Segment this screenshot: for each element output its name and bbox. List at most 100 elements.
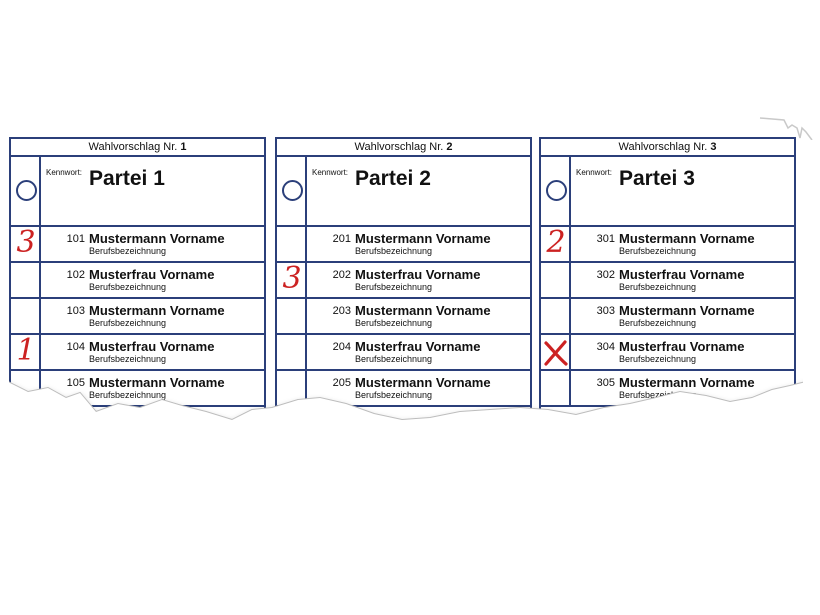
header-prefix: Wahlvorschlag Nr.: [354, 141, 444, 153]
header-prefix: Wahlvorschlag Nr.: [88, 141, 178, 153]
candidate-row: 302 Musterfrau Vorname Berufsbezeichnung: [541, 263, 794, 299]
column-header: Wahlvorschlag Nr. 3: [541, 137, 794, 157]
party-vote-circle[interactable]: [16, 180, 37, 201]
candidate-occupation: Berufsbezeichnung: [355, 246, 433, 256]
party-vote-cell[interactable]: [277, 157, 307, 225]
handwritten-vote-mark: 2: [546, 225, 566, 260]
candidate-number: 103: [66, 305, 85, 317]
candidate-occupation: Berufsbezeichnung: [89, 318, 167, 328]
candidate-vote-cell[interactable]: [277, 335, 307, 369]
candidate-occupation: Berufsbezeichnung: [619, 318, 697, 328]
candidate-number: 101: [66, 233, 85, 245]
kennwort-label: Kennwort:: [46, 168, 83, 177]
candidate-number: 205: [332, 377, 351, 389]
candidate-name: Mustermann Vorname: [355, 231, 491, 246]
candidate-name: Musterfrau Vorname: [619, 339, 745, 354]
party-row: Kennwort: Partei 2: [277, 157, 530, 227]
candidate-number: 201: [332, 233, 351, 245]
candidate-number: 104: [66, 341, 85, 353]
candidate-number: 301: [596, 233, 615, 245]
candidate-name: Mustermann Vorname: [355, 375, 491, 390]
candidate-occupation: Berufsbezeichnung: [89, 246, 167, 256]
cross-mark-icon: [544, 340, 568, 366]
candidate-name: Musterfrau Vorname: [89, 339, 215, 354]
candidate-name: Musterfrau Vorname: [355, 339, 481, 354]
candidate-vote-cell[interactable]: 1: [11, 333, 41, 369]
candidate-occupation: Berufsbezeichnung: [355, 354, 433, 364]
candidate-number: 203: [332, 305, 351, 317]
candidate-row: 105 Mustermann Vorname Berufsbezeichnung: [11, 371, 264, 407]
party-row: Kennwort: Partei 1: [11, 157, 264, 227]
candidate-name: Mustermann Vorname: [355, 303, 491, 318]
header-number: 1: [180, 141, 187, 153]
candidate-occupation: Berufsbezeichnung: [355, 390, 433, 400]
party-name: Partei 1: [89, 167, 165, 190]
candidate-vote-cell[interactable]: [11, 299, 41, 333]
candidate-row: 203 Mustermann Vorname Berufsbezeichnung: [277, 299, 530, 335]
party-vote-cell[interactable]: [11, 157, 41, 225]
candidate-name: Mustermann Vorname: [89, 231, 225, 246]
candidate-number: 202: [332, 269, 351, 281]
candidate-name: Mustermann Vorname: [89, 303, 225, 318]
candidate-name: Mustermann Vorname: [619, 231, 755, 246]
candidate-row: 103 Mustermann Vorname Berufsbezeichnung: [11, 299, 264, 335]
header-prefix: Wahlvorschlag Nr.: [618, 141, 708, 153]
candidate-number: 105: [66, 377, 85, 389]
candidate-vote-cell[interactable]: [541, 263, 571, 297]
ballot-column-3: Wahlvorschlag Nr. 3 Kennwort: Partei 3 2…: [539, 137, 796, 437]
candidate-vote-cell[interactable]: [277, 299, 307, 333]
candidate-number: 204: [332, 341, 351, 353]
party-vote-circle[interactable]: [282, 180, 303, 201]
candidate-occupation: Berufsbezeichnung: [89, 354, 167, 364]
kennwort-label: Kennwort:: [576, 168, 613, 177]
candidate-occupation: Berufsbezeichnung: [355, 282, 433, 292]
candidate-name: Musterfrau Vorname: [355, 267, 481, 282]
candidate-vote-cell[interactable]: [277, 227, 307, 261]
candidate-row: 304 Musterfrau Vorname Berufsbezeichnung: [541, 335, 794, 371]
party-name: Partei 2: [355, 167, 431, 190]
candidate-vote-cell[interactable]: [541, 371, 571, 405]
candidate-vote-cell[interactable]: [277, 371, 307, 405]
candidate-name: Mustermann Vorname: [619, 303, 755, 318]
candidate-vote-cell[interactable]: 3: [277, 261, 307, 297]
candidate-vote-cell[interactable]: 3: [11, 225, 41, 261]
column-header: Wahlvorschlag Nr. 2: [277, 137, 530, 157]
candidate-row: 205 Mustermann Vorname Berufsbezeichnung: [277, 371, 530, 407]
candidate-number: 304: [596, 341, 615, 353]
candidate-occupation: Berufsbezeichnung: [355, 318, 433, 328]
candidate-name: Musterfrau Vorname: [89, 267, 215, 282]
candidate-row: 102 Musterfrau Vorname Berufsbezeichnung: [11, 263, 264, 299]
handwritten-vote-mark: 3: [282, 261, 302, 296]
handwritten-vote-mark: 3: [16, 225, 36, 260]
candidate-vote-cell[interactable]: [11, 371, 41, 405]
candidate-row: 204 Musterfrau Vorname Berufsbezeichnung: [277, 335, 530, 371]
candidate-number: 303: [596, 305, 615, 317]
candidate-row: 3 202 Musterfrau Vorname Berufsbezeichnu…: [277, 261, 530, 299]
candidate-vote-cell[interactable]: [541, 299, 571, 333]
candidate-row: 3 101 Mustermann Vorname Berufsbezeichnu…: [11, 225, 264, 263]
candidate-row: 303 Mustermann Vorname Berufsbezeichnung: [541, 299, 794, 335]
candidate-occupation: Berufsbezeichnung: [619, 354, 697, 364]
candidate-vote-cell[interactable]: [11, 263, 41, 297]
candidate-name: Musterfrau Vorname: [619, 267, 745, 282]
candidate-vote-cell[interactable]: 2: [541, 225, 571, 261]
header-number: 3: [710, 141, 717, 153]
candidate-occupation: Berufsbezeichnung: [619, 282, 697, 292]
candidate-occupation: Berufsbezeichnung: [619, 390, 697, 400]
column-header: Wahlvorschlag Nr. 1: [11, 137, 264, 157]
party-name: Partei 3: [619, 167, 695, 190]
candidate-vote-cell[interactable]: [541, 335, 571, 369]
handwritten-vote-mark: 1: [16, 333, 36, 368]
ballot-column-2: Wahlvorschlag Nr. 2 Kennwort: Partei 2 2…: [275, 137, 532, 437]
candidate-occupation: Berufsbezeichnung: [89, 390, 167, 400]
kennwort-label: Kennwort:: [312, 168, 349, 177]
party-vote-cell[interactable]: [541, 157, 571, 225]
header-number: 2: [446, 141, 453, 153]
candidate-row: 2 301 Mustermann Vorname Berufsbezeichnu…: [541, 225, 794, 263]
candidate-number: 102: [66, 269, 85, 281]
candidate-occupation: Berufsbezeichnung: [89, 282, 167, 292]
candidate-occupation: Berufsbezeichnung: [619, 246, 697, 256]
party-vote-circle[interactable]: [546, 180, 567, 201]
candidate-number: 302: [596, 269, 615, 281]
